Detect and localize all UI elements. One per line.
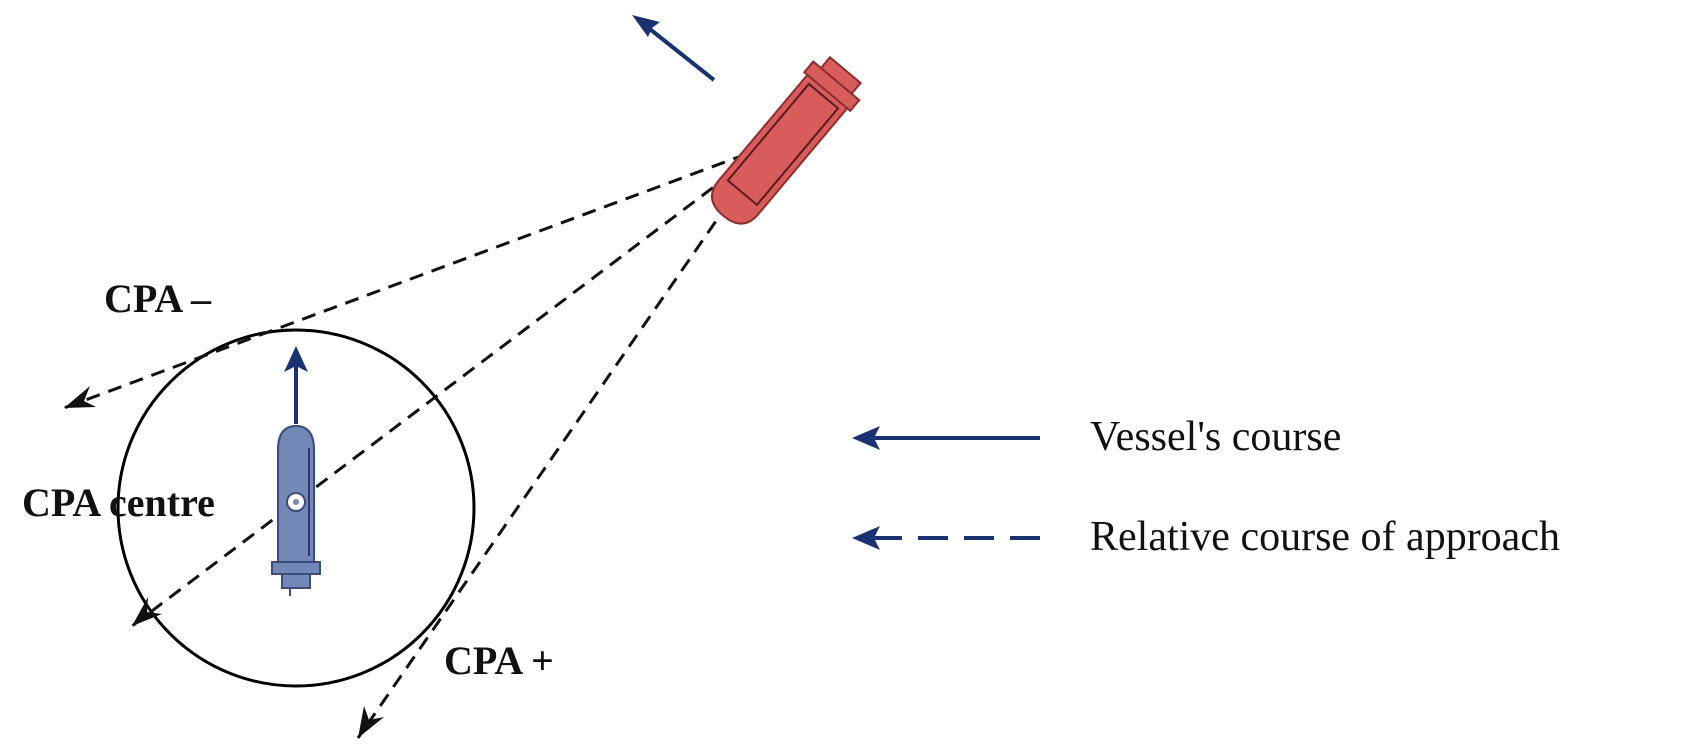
arrowhead-cpa-minus [64, 386, 96, 408]
cpa-minus-label: CPA – [104, 276, 212, 321]
arrowhead-cpa-centre [132, 597, 162, 626]
target-vessel-course-arrowhead [632, 15, 660, 37]
relative-course-line-cpa-plus [356, 145, 770, 739]
cpa-circle [116, 328, 476, 688]
legend-relative-course-label: Relative course of approach [1090, 514, 1560, 560]
legend-vessel-course-label: Vessel's course [1090, 414, 1341, 460]
own-vessel-ship-icon [271, 424, 321, 596]
legend: Vessel's course Relative course of appro… [852, 414, 1560, 560]
legend-item-vessel-course: Vessel's course [852, 414, 1341, 460]
relative-course-line-cpa-centre [131, 144, 769, 628]
legend-item-relative-course: Relative course of approach [852, 514, 1560, 560]
target-vessel-course-arrow [644, 24, 716, 82]
cpa-plus-label: CPA + [444, 638, 554, 683]
legend-dashed-arrowhead [852, 526, 880, 550]
relative-course-lines [63, 144, 770, 739]
cpa-centre-label: CPA centre [22, 480, 215, 525]
own-vessel-course-arrowhead [284, 346, 308, 372]
relative-course-line-cpa-minus [63, 144, 769, 410]
target-vessel-ship-icon [711, 55, 863, 225]
legend-solid-arrowhead [852, 426, 880, 450]
arrowhead-cpa-plus [358, 706, 384, 738]
